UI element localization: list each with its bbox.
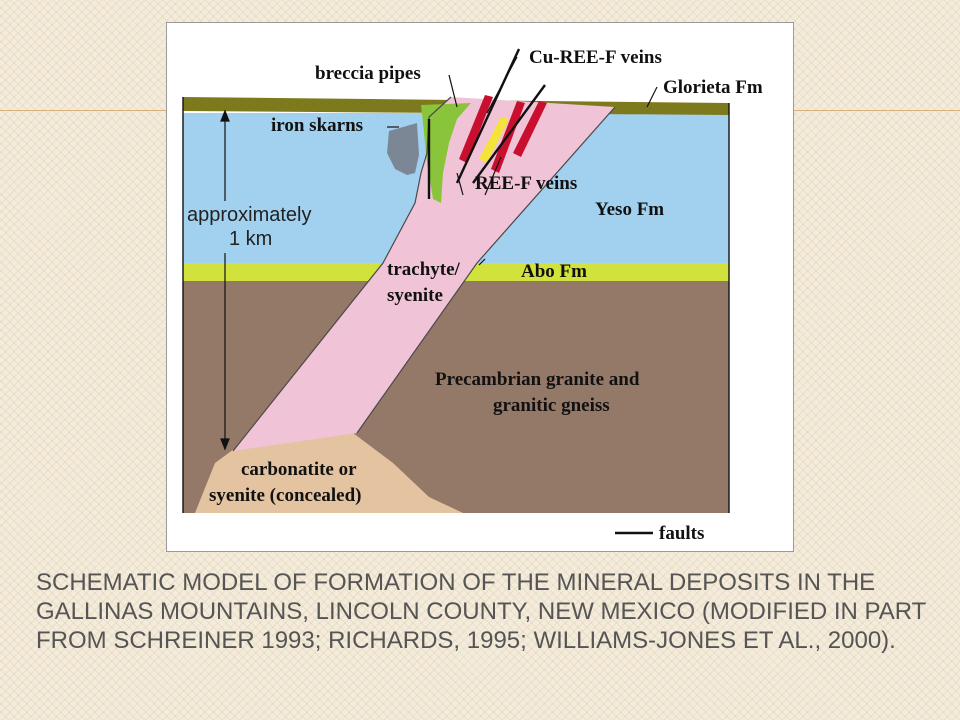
label-carbonatite-1: carbonatite or [241,459,357,480]
label-glorieta-fm: Glorieta Fm [663,77,763,98]
leader-glorieta [646,86,658,108]
geologic-cross-section: breccia pipes Cu-REE-F veins Glorieta Fm… [182,47,763,544]
iron-skarn [387,123,419,175]
decorative-line-right [794,110,960,111]
scale-label-backdrop [185,201,325,253]
carbonatite-body [195,429,463,513]
breccia-pipe [421,103,471,203]
ree-f-vein [513,101,547,157]
fault-2 [472,84,546,184]
diagram-figure: breccia pipes Cu-REE-F veins Glorieta Fm… [166,22,794,552]
label-cu-ree-f-veins: Cu-REE-F veins [529,47,662,68]
leader-ree-f-2 [484,156,502,196]
intrusion-outline [232,96,616,452]
label-iron-skarns: iron skarns [271,115,363,136]
leader-cu-ree-f [486,56,518,114]
leader-trachyte [478,258,486,266]
label-breccia-pipes: breccia pipes [315,63,421,84]
scale-arrow-top [220,109,230,122]
label-precambrian-2: granitic gneiss [493,395,610,416]
label-faults: faults [659,523,704,544]
trachyte-syenite-intrusion [233,97,615,451]
label-abo-fm: Abo Fm [521,261,587,282]
label-syenite: syenite [387,285,443,306]
label-precambrian-1: Precambrian granite and [435,369,640,390]
label-trachyte: trachyte/ [387,259,461,280]
label-1-km: 1 km [229,228,272,250]
label-carbonatite-2: syenite (concealed) [209,485,361,506]
label-ree-f-veins: REE-F veins [475,173,577,194]
scale-arrow-bottom [220,438,230,451]
leader-ree-f [456,172,464,196]
slide-caption: Schematic model of formation of the mine… [36,569,926,654]
label-approximately: approximately [187,204,312,226]
label-yeso-fm: Yeso Fm [595,199,664,220]
cu-ree-f-vein-1 [459,95,493,163]
leader-breccia [448,74,458,108]
cu-ree-f-vein-2 [479,117,509,163]
decorative-line-left [0,110,166,111]
